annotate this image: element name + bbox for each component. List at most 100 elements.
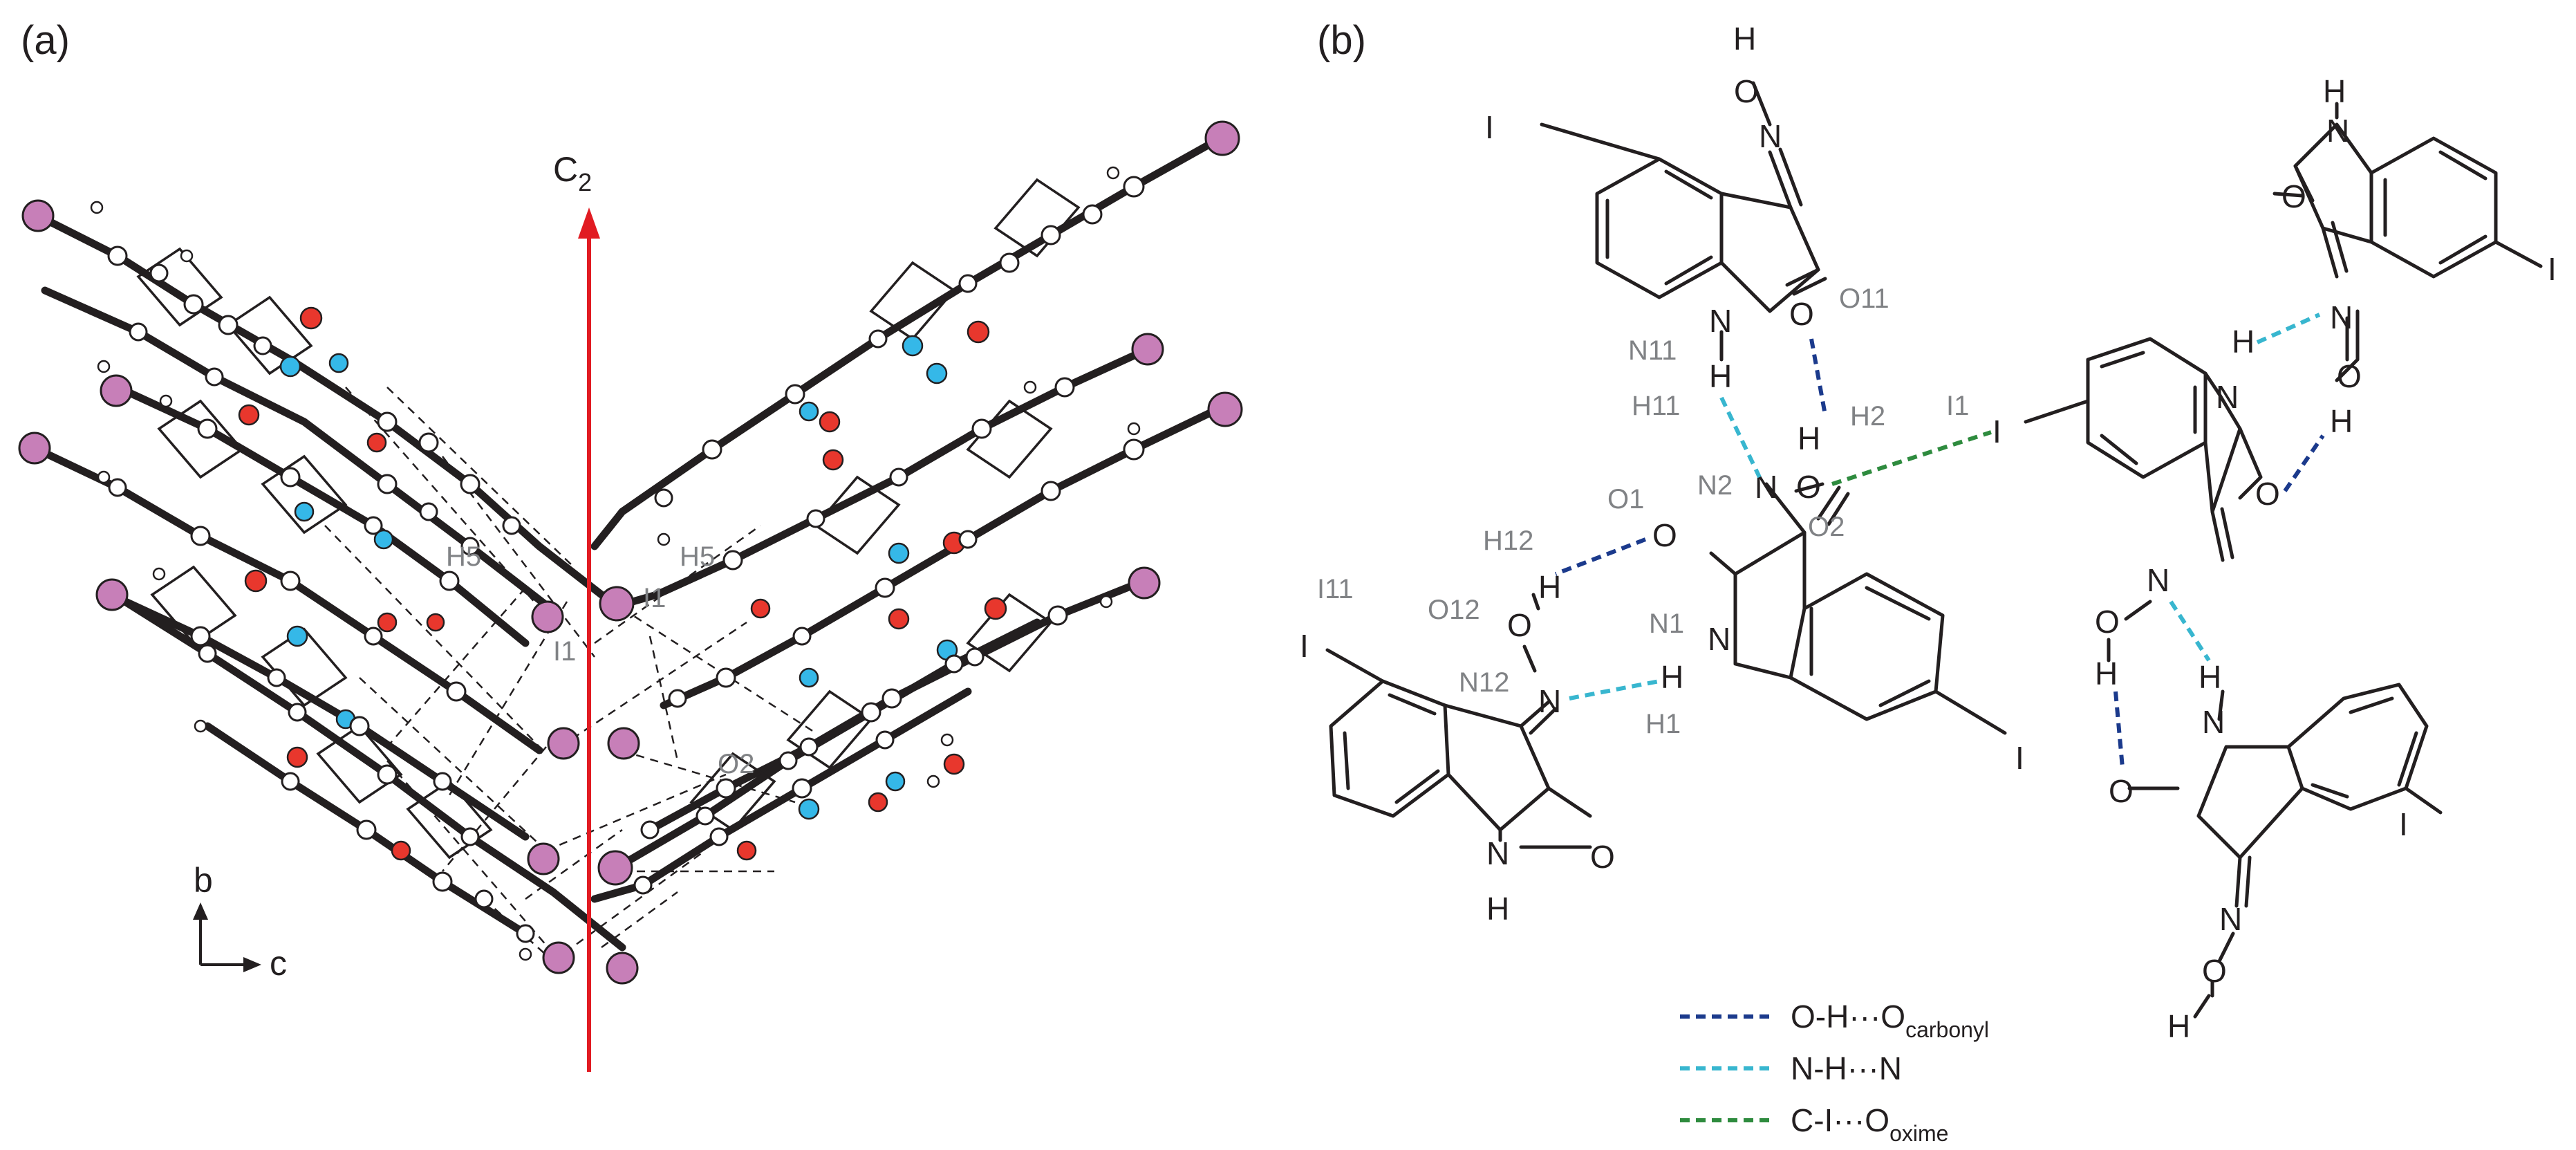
iodine-atom xyxy=(21,199,55,232)
molecule-top: I N O H O N H O11 N11 H11 xyxy=(1485,21,1889,421)
atom-label-o2: O2 xyxy=(718,749,754,779)
right-bot-oxO: O xyxy=(2202,953,2227,989)
top-oxime-H: H xyxy=(1733,21,1756,57)
hydrogen-bonds xyxy=(1554,313,2325,768)
center-H2-atom: H xyxy=(1798,420,1820,456)
right-mid-N-ring: N xyxy=(2216,379,2239,415)
molecule-right-top: H N O I xyxy=(2272,73,2557,362)
center-ring-N: N xyxy=(1708,621,1730,657)
panel-a-label: (a) xyxy=(21,18,70,63)
left-N: N xyxy=(1538,683,1561,719)
right-mid-oxN: N xyxy=(2330,299,2353,335)
right-bot-N: N xyxy=(2202,704,2225,740)
panel-a: (a) xyxy=(18,18,1243,1072)
left-H: H xyxy=(1538,569,1561,605)
top-O11-label: O11 xyxy=(1839,284,1889,314)
left-H12-label: H12 xyxy=(1483,526,1533,556)
left-O: O xyxy=(1507,607,1532,643)
legend-item-ci-o: C-I···Ooxime xyxy=(1680,1102,1948,1146)
center-O1-label: O1 xyxy=(1607,484,1644,514)
center-H2-label: H2 xyxy=(1850,401,1885,432)
iodine-atom xyxy=(527,842,560,875)
legend-item-oh-o: O-H···Ocarbonyl xyxy=(1680,999,1989,1042)
legend-label: O-H···Ocarbonyl xyxy=(1791,999,1989,1042)
right-mid-oxO: O xyxy=(2337,358,2362,394)
molecule-right-bot: H N O I N O H xyxy=(2109,659,2443,1044)
center-O2-label: O2 xyxy=(1808,512,1845,542)
right-bot-oxH: H xyxy=(2167,1008,2190,1044)
cell-axis-b: b xyxy=(194,861,213,900)
right-top-I: I xyxy=(2548,251,2557,287)
center-iodine: I xyxy=(2015,740,2024,776)
top-H11-label: H11 xyxy=(1632,391,1680,421)
left-I11-label: I11 xyxy=(1317,574,1354,604)
right-mid-carbonylO: O xyxy=(2255,476,2280,512)
molecule-center: O H N O N H I H2 N2 O2 O1 N1 H1 I1 xyxy=(1607,391,2024,776)
right-mid-oxH: H xyxy=(2330,403,2353,439)
right-mid-lowN: N xyxy=(2147,562,2169,598)
contact-network xyxy=(324,387,816,963)
top-carbonyl-O: O xyxy=(1789,296,1814,332)
iodine-atom xyxy=(95,578,129,611)
left-iodine: I xyxy=(1300,628,1309,664)
legend-label: N-H···N xyxy=(1791,1050,1902,1086)
I1-label: I1 xyxy=(1946,391,1969,421)
atom-label-h5-left: H5 xyxy=(446,541,481,572)
cell-axis-c: c xyxy=(270,944,287,983)
panel-b: (b) I N O H O N H O11 N11 H11 xyxy=(1300,18,2557,1146)
top-oxime-N: N xyxy=(1759,118,1782,154)
iodine-atom xyxy=(1128,566,1161,600)
top-N11-label: N11 xyxy=(1628,335,1677,366)
center-N2-label: N2 xyxy=(1697,470,1733,501)
right-bot-O: O xyxy=(2109,773,2134,809)
iodine-atom xyxy=(599,586,635,622)
left-ring-H: H xyxy=(1486,891,1509,927)
top-iodine: I xyxy=(1485,109,1494,145)
right-bot-H: H xyxy=(2199,659,2221,695)
c2-axis-label: C2 xyxy=(553,150,592,196)
c2-axis: C2 xyxy=(553,150,600,1072)
hydrogen-atoms xyxy=(90,166,1141,961)
legend-label: C-I···Ooxime xyxy=(1791,1102,1948,1146)
right-mid-iodine: I xyxy=(1992,414,2001,449)
atom-label-i1-right: I1 xyxy=(643,583,666,613)
cell-axes: b c xyxy=(193,861,287,983)
legend: O-H···Ocarbonyl N-H···N C-I···Ooxime xyxy=(1680,999,1989,1146)
center-O2-atom: O xyxy=(1796,469,1821,505)
iodine-atom xyxy=(597,850,633,886)
iodine-atom xyxy=(531,600,564,633)
center-ring-H: H xyxy=(1661,659,1683,695)
iodine-atom xyxy=(607,727,640,760)
iodine-atom xyxy=(547,727,580,760)
iodine-atoms xyxy=(18,120,1243,985)
center-N1-label: N1 xyxy=(1649,609,1684,639)
right-top-H: H xyxy=(2323,73,2346,109)
iodine-atom xyxy=(606,952,639,985)
top-ring-N: N xyxy=(1709,303,1732,339)
iodine-atom xyxy=(1204,120,1240,156)
left-wing xyxy=(30,212,626,952)
left-carbonyl-O: O xyxy=(1590,839,1615,875)
left-O12-label: O12 xyxy=(1428,595,1480,625)
legend-item-nh-n: N-H···N xyxy=(1680,1050,1902,1086)
atom-label-h5-right: H5 xyxy=(680,541,715,572)
top-ring-H: H xyxy=(1709,358,1732,394)
iodine-atom xyxy=(18,432,51,465)
center-O1-atom: O xyxy=(1652,517,1677,553)
atom-label-i1-center: I1 xyxy=(553,636,576,667)
right-bot-I: I xyxy=(2399,806,2408,842)
nitrogen-atoms xyxy=(279,335,958,820)
carbon-atoms xyxy=(107,176,1145,943)
left-ring-N: N xyxy=(1486,835,1509,871)
iodine-atom xyxy=(1207,391,1243,427)
iodine-atom xyxy=(100,374,133,407)
iodine-atom xyxy=(542,941,575,974)
center-H1-label: H1 xyxy=(1645,709,1681,739)
right-wing xyxy=(590,134,1224,903)
right-top-N: N xyxy=(2326,113,2349,149)
right-mid-lowH: H xyxy=(2095,656,2118,692)
molecule-left: H O N I N H O H12 O12 I11 N12 xyxy=(1300,526,1615,927)
left-N12-label: N12 xyxy=(1459,667,1509,698)
right-bot-oxN: N xyxy=(2219,901,2242,937)
